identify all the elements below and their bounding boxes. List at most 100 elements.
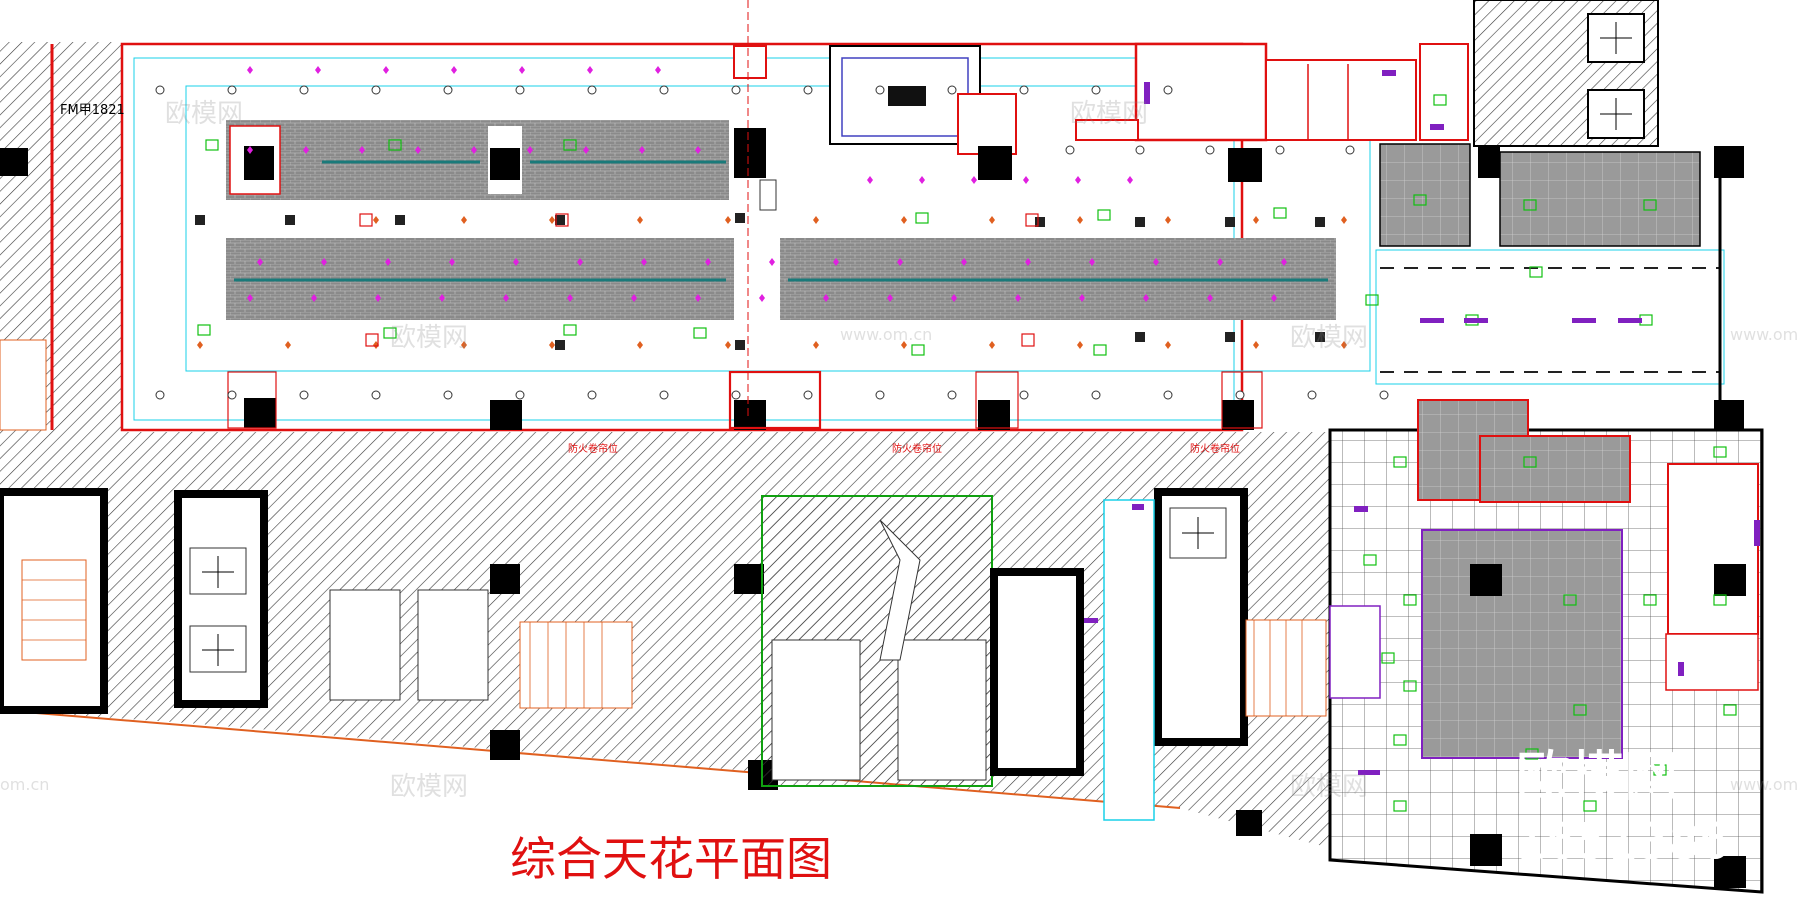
exit-sign-icon — [1403, 594, 1417, 606]
air-vent-icon — [1135, 217, 1145, 227]
exit-sign-icon — [1563, 594, 1577, 606]
smoke-detector-icon — [461, 341, 467, 349]
smoke-detector-icon — [285, 341, 291, 349]
exit-sign-icon — [1713, 594, 1727, 606]
sprinkler-icon — [769, 258, 775, 266]
fixture-bar-icon — [1430, 124, 1444, 130]
grille-icon — [1021, 333, 1035, 347]
exit-sign-icon — [205, 139, 219, 151]
sprinkler-icon — [631, 294, 637, 302]
exit-sign-icon — [1273, 207, 1287, 219]
sprinkler-icon — [759, 294, 765, 302]
downlight-icon — [875, 85, 885, 95]
exit-sign-icon — [1523, 199, 1537, 211]
downlight-icon — [803, 85, 813, 95]
grille-icon — [359, 213, 373, 227]
exit-sign-icon — [1403, 680, 1417, 692]
sprinkler-icon — [519, 66, 525, 74]
smoke-detector-icon — [461, 216, 467, 224]
sprinkler-icon — [321, 258, 327, 266]
exit-sign-icon — [1393, 800, 1407, 812]
downlight-icon — [299, 85, 309, 95]
column — [244, 398, 276, 428]
sprinkler-icon — [471, 146, 477, 154]
air-vent-icon — [1135, 332, 1145, 342]
sprinkler-icon — [383, 66, 389, 74]
sprinkler-icon — [257, 258, 263, 266]
exit-sign-icon — [911, 344, 925, 356]
sprinkler-icon — [1089, 258, 1095, 266]
fixture-bar-icon — [1754, 520, 1760, 546]
exit-sign-icon — [915, 212, 929, 224]
smoke-detector-icon — [1341, 216, 1347, 224]
watermark-text: 欧模网 — [390, 772, 468, 802]
downlight-icon — [1091, 390, 1101, 400]
watermark-text: 欧模网 — [165, 99, 243, 129]
fixture-bar-icon — [1144, 82, 1150, 104]
sprinkler-icon — [247, 66, 253, 74]
sprinkler-icon — [887, 294, 893, 302]
air-vent-icon — [285, 215, 295, 225]
sprinkler-icon — [385, 258, 391, 266]
fixture-bar-icon — [1572, 318, 1596, 323]
sprinkler-icon — [1153, 258, 1159, 266]
downlight-icon — [947, 85, 957, 95]
sprinkler-icon — [1015, 294, 1021, 302]
smoke-detector-icon — [813, 216, 819, 224]
sprinkler-icon — [1025, 258, 1031, 266]
exit-sign-icon — [1393, 734, 1407, 746]
fixture-bar-icon — [1420, 318, 1444, 323]
light-fixtures — [155, 66, 1760, 812]
exit-sign-icon — [1433, 94, 1447, 106]
air-vent-icon — [1225, 217, 1235, 227]
smoke-detector-icon — [1077, 341, 1083, 349]
air-vent-icon — [195, 215, 205, 225]
sprinkler-icon — [1207, 294, 1213, 302]
smoke-detector-icon — [1253, 341, 1259, 349]
sprinkler-icon — [1143, 294, 1149, 302]
sprinkler-icon — [897, 258, 903, 266]
sprinkler-icon — [1023, 176, 1029, 184]
sprinkler-icon — [247, 294, 253, 302]
sprinkler-icon — [1127, 176, 1133, 184]
fixture-bar-icon — [1132, 504, 1144, 510]
fixture-bar-icon — [1464, 318, 1488, 323]
downlight-icon — [659, 390, 669, 400]
sprinkler-icon — [655, 66, 661, 74]
air-vent-icon — [1035, 217, 1045, 227]
downlight-icon — [443, 390, 453, 400]
sprinkler-icon — [919, 176, 925, 184]
column — [1222, 400, 1254, 430]
downlight-icon — [659, 85, 669, 95]
sprinkler-icon — [439, 294, 445, 302]
downlight-icon — [515, 390, 525, 400]
column — [0, 148, 28, 176]
exit-sign-icon — [383, 327, 397, 339]
sprinkler-icon — [951, 294, 957, 302]
sprinkler-icon — [1281, 258, 1287, 266]
sprinkler-icon — [513, 258, 519, 266]
downlight-icon — [227, 390, 237, 400]
downlight-icon — [1379, 390, 1389, 400]
smoke-detector-icon — [813, 341, 819, 349]
downlight-icon — [371, 390, 381, 400]
smoke-detector-icon — [637, 216, 643, 224]
downlight-icon — [947, 390, 957, 400]
watermark-text: www.om.cn — [1730, 325, 1800, 344]
exit-sign-icon — [563, 324, 577, 336]
watermark-text: www.om.cn — [840, 325, 932, 344]
fixture-bar-icon — [1358, 770, 1380, 775]
exit-sign-icon — [1093, 344, 1107, 356]
downlight-icon — [1135, 145, 1145, 155]
sprinkler-icon — [247, 146, 253, 154]
sprinkler-icon — [311, 294, 317, 302]
fixture-bar-icon — [1678, 662, 1684, 676]
sprinkler-icon — [503, 294, 509, 302]
column — [978, 400, 1010, 430]
upper-rooms — [829, 42, 1469, 182]
note-label: 防火卷帘位 — [568, 442, 618, 455]
watermark-text: 欧模网 — [1290, 772, 1368, 802]
smoke-detector-icon — [197, 341, 203, 349]
smoke-detector-icon — [725, 341, 731, 349]
sprinkler-icon — [1271, 294, 1277, 302]
